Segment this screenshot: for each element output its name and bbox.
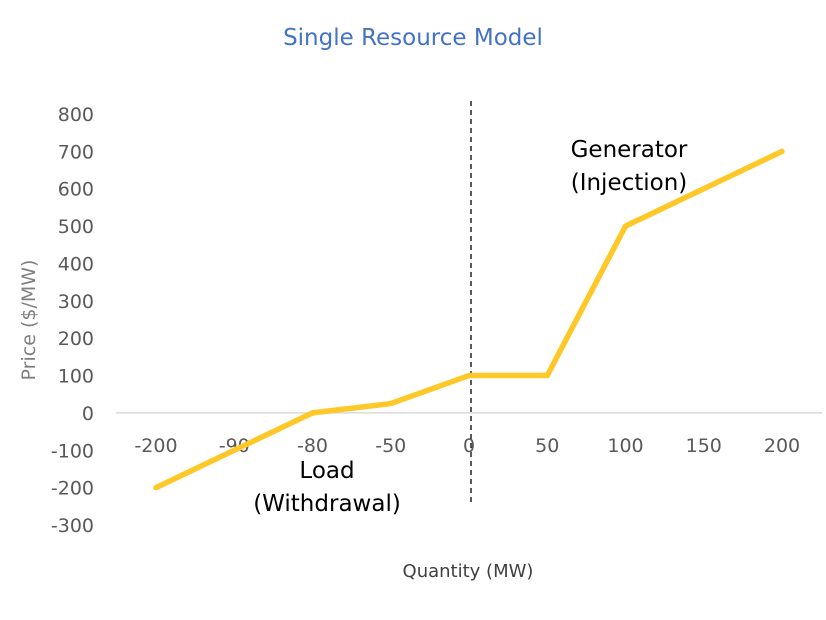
generator-sublabel: (Injection) bbox=[571, 170, 688, 196]
data-point bbox=[703, 188, 705, 190]
y-tick-label: 800 bbox=[58, 104, 94, 126]
x-tick-label: -200 bbox=[134, 435, 177, 457]
y-tick-label: 500 bbox=[58, 216, 94, 238]
data-point bbox=[155, 487, 157, 489]
y-tick-label: 700 bbox=[58, 141, 94, 163]
data-point bbox=[781, 150, 783, 152]
y-tick-label: -200 bbox=[51, 478, 94, 500]
y-tick-label: 600 bbox=[58, 179, 94, 201]
y-tick-label: -100 bbox=[51, 440, 94, 462]
x-axis-label: Quantity (MW) bbox=[403, 561, 534, 582]
generator-label: Generator bbox=[571, 137, 688, 163]
x-tick-label: -80 bbox=[297, 435, 328, 457]
y-axis-label: Price ($/MW) bbox=[18, 260, 40, 381]
data-point bbox=[468, 375, 470, 377]
y-tick-label: -300 bbox=[51, 515, 94, 537]
load-sublabel: (Withdrawal) bbox=[253, 491, 401, 517]
x-tick-label: -50 bbox=[375, 435, 406, 457]
x-tick-label: 200 bbox=[764, 435, 800, 457]
y-axis-ticks: 800 700 600 500 400 300 200 100 0 -100 -200 -300 bbox=[51, 104, 94, 537]
load-label: Load bbox=[299, 458, 354, 484]
data-point bbox=[233, 449, 235, 451]
x-tick-label: 0 bbox=[463, 435, 475, 457]
data-point bbox=[546, 375, 548, 377]
x-tick-label: 100 bbox=[607, 435, 643, 457]
data-point bbox=[390, 403, 392, 405]
x-tick-label: 150 bbox=[686, 435, 722, 457]
series-group bbox=[153, 148, 785, 491]
data-point bbox=[312, 412, 313, 414]
data-point bbox=[625, 225, 626, 227]
y-tick-label: 200 bbox=[58, 328, 94, 350]
y-tick-label: 300 bbox=[58, 291, 94, 313]
y-tick-label: 400 bbox=[58, 253, 94, 275]
y-tick-label: 100 bbox=[58, 366, 94, 388]
chart-title: Single Resource Model bbox=[283, 25, 543, 51]
x-tick-label: 50 bbox=[535, 435, 559, 457]
y-tick-label: 0 bbox=[82, 403, 94, 425]
